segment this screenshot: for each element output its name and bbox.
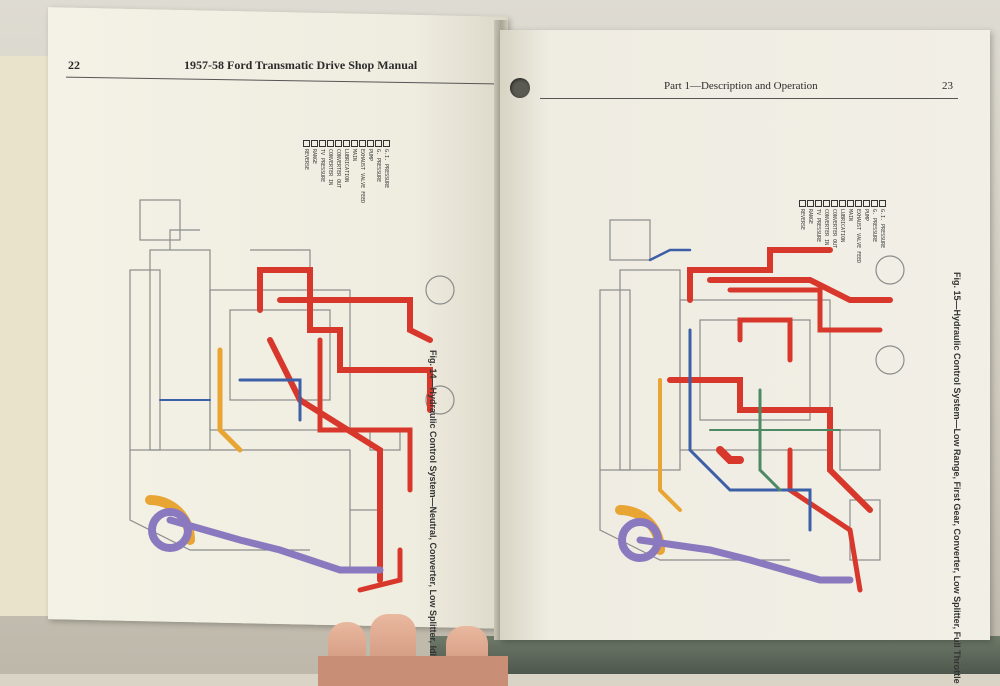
left-running-title: 1957-58 Ford Transmatic Drive Shop Manua…	[184, 58, 418, 72]
left-page-number: 22	[68, 58, 80, 72]
palm	[318, 656, 508, 686]
right-hydraulic-diagram	[599, 219, 905, 593]
right-page	[500, 30, 990, 640]
punch-hole	[510, 78, 530, 98]
right-figure-caption: Fig. 15—Hydraulic Control System—Low Ran…	[952, 272, 962, 684]
hand	[318, 612, 508, 686]
right-running-title: Part 1—Description and Operation	[664, 80, 818, 92]
left-hydraulic-diagram	[129, 199, 455, 593]
table-edge	[430, 636, 1000, 674]
right-page-number: 23	[942, 80, 953, 92]
right-header-rule	[540, 98, 958, 99]
